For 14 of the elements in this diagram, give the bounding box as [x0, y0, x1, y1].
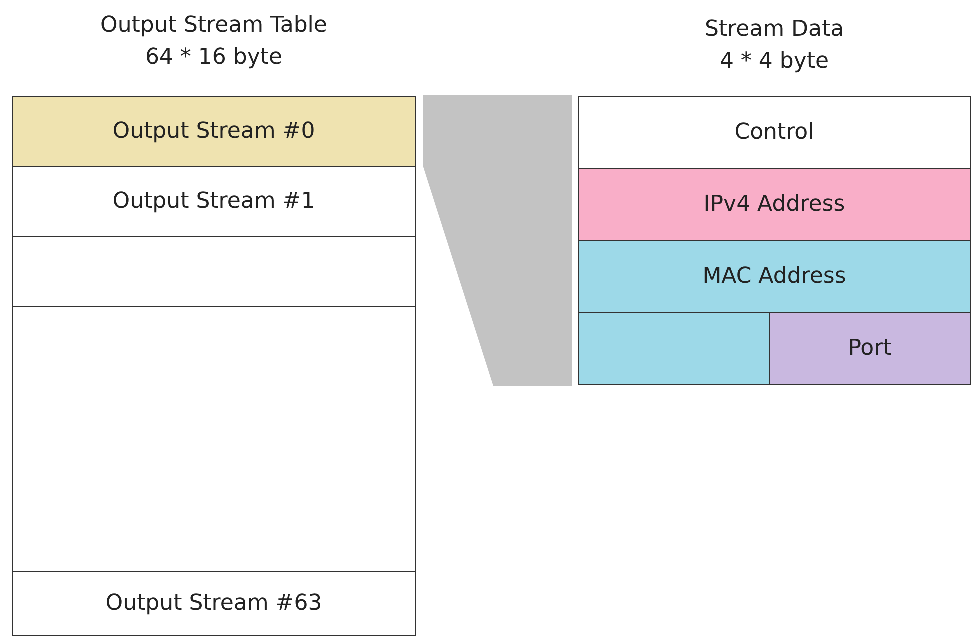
table-row: Output Stream #1: [12, 166, 416, 237]
table-row: Output Stream #63: [12, 571, 416, 636]
table-row: MAC Address: [578, 240, 971, 313]
zoom-connector: [424, 96, 572, 386]
table-title: Output Stream Table: [100, 12, 328, 40]
table-row: IPv4 Address: [578, 168, 971, 241]
table-row: Output Stream #0: [12, 96, 416, 167]
empty-table-row: [12, 306, 416, 572]
table-title: Stream Data: [704, 16, 846, 44]
table-row: Port: [769, 312, 971, 385]
table-row: Control: [578, 96, 971, 169]
table-size-label: 64 * 16 byte: [144, 44, 284, 72]
table-size-label: 4 * 4 byte: [718, 48, 830, 76]
empty-table-row: [12, 236, 416, 307]
